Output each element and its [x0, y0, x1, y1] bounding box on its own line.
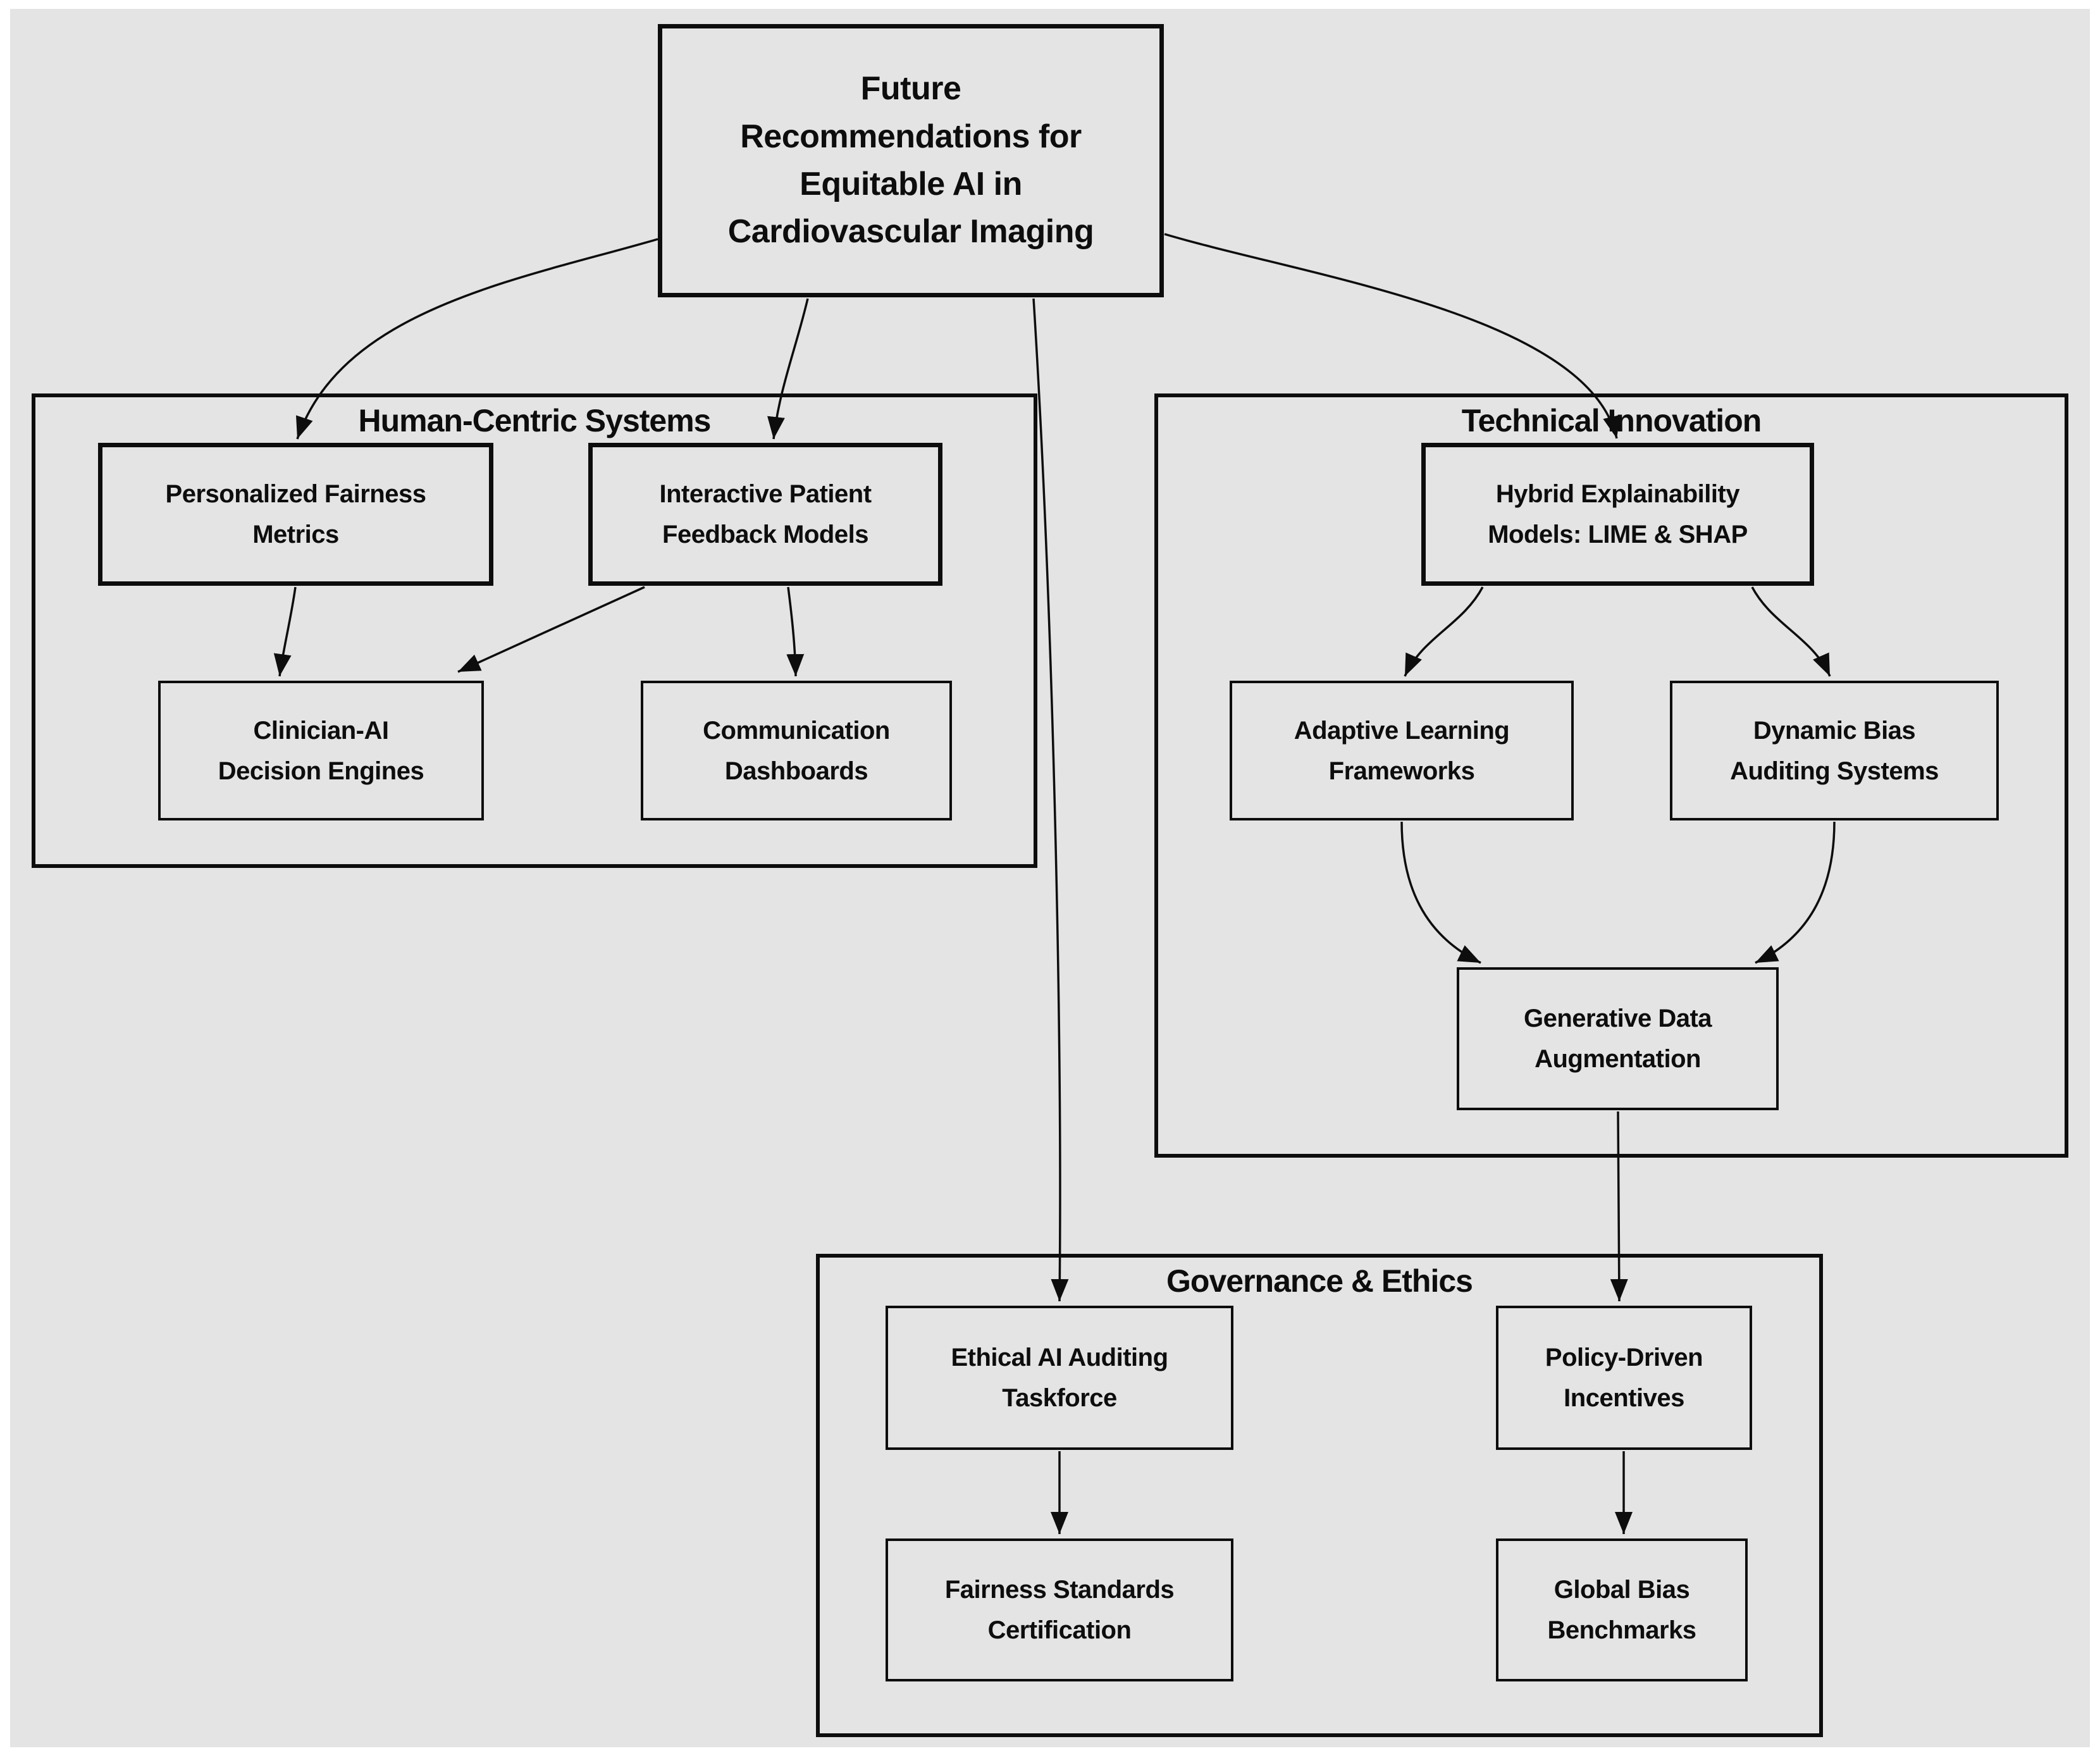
node-policy-driven-incentives: Policy-Driven Incentives [1496, 1306, 1752, 1450]
cluster-governance-ethics: Governance & Ethics [816, 1254, 1823, 1737]
node-personalized-fairness-metrics: Personalized Fairness Metrics [98, 443, 493, 586]
cluster-human-centric-systems-label: Human-Centric Systems [358, 403, 712, 438]
node-global-bias-benchmarks: Global Bias Benchmarks [1496, 1538, 1748, 1681]
node-dynamic-bias-auditing-systems: Dynamic Bias Auditing Systems [1670, 681, 1999, 820]
cluster-governance-ethics-label: Governance & Ethics [1166, 1263, 1473, 1299]
node-interactive-patient-feedback-models: Interactive Patient Feedback Models [588, 443, 942, 586]
node-clinician-ai-decision-engines: Clinician-AI Decision Engines [158, 681, 484, 820]
node-adaptive-learning-frameworks: Adaptive Learning Frameworks [1230, 681, 1574, 820]
cluster-technical-innovation-label: Technical Innovation [1461, 403, 1762, 438]
node-generative-data-augmentation: Generative Data Augmentation [1457, 967, 1779, 1110]
node-title: Future Recommendations for Equitable AI … [658, 24, 1164, 297]
node-ethical-ai-auditing-taskforce: Ethical AI Auditing Taskforce [886, 1306, 1233, 1450]
node-hybrid-explainability-models: Hybrid Explainability Models: LIME & SHA… [1421, 443, 1814, 586]
node-fairness-standards-certification: Fairness Standards Certification [886, 1538, 1233, 1681]
node-communication-dashboards: Communication Dashboards [641, 681, 952, 820]
